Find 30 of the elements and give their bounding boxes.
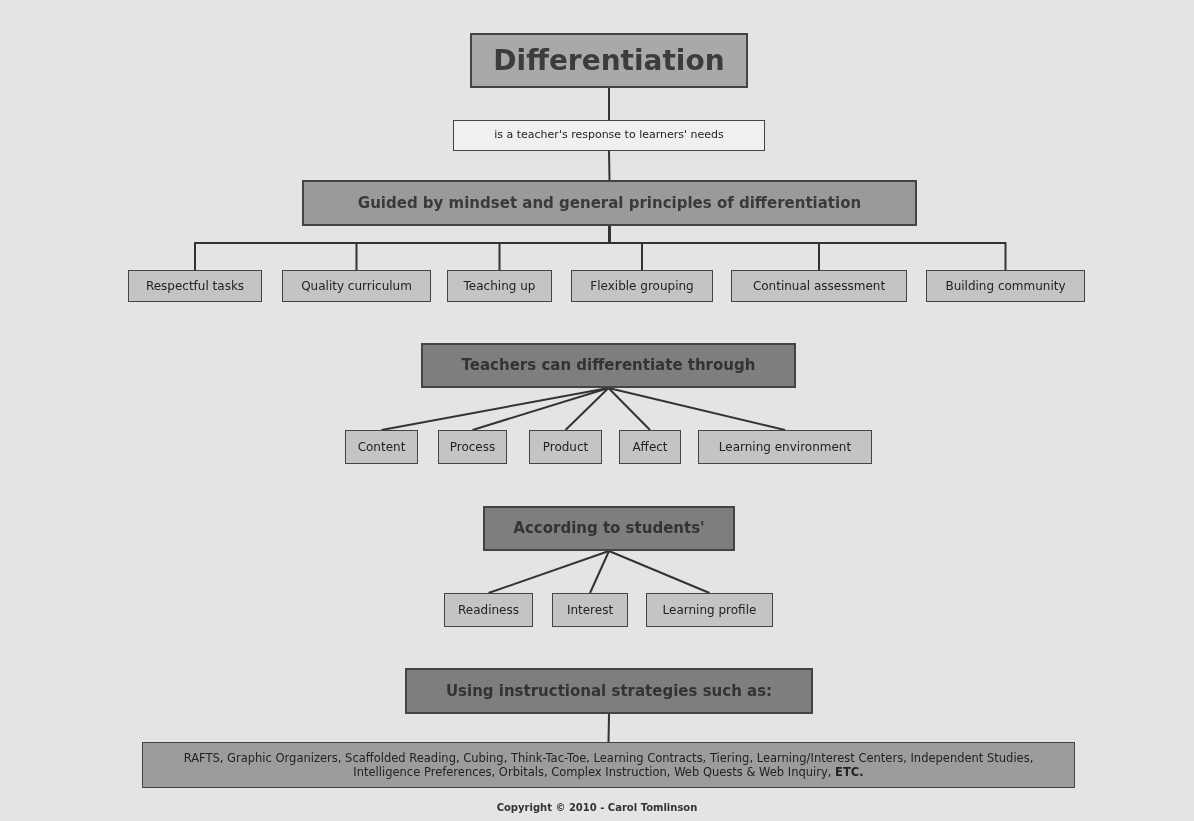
connector-line [589, 550, 610, 594]
item-box: Process [438, 430, 507, 464]
heading-box: Using instructional strategies such as: [405, 668, 813, 714]
item-box: Learning profile [646, 593, 773, 627]
heading-box: According to students' [483, 506, 735, 551]
item-box: Quality curriculum [282, 270, 431, 302]
item-box: Teaching up [447, 270, 552, 302]
note-box: is a teacher's response to learners' needs [453, 120, 765, 151]
item-box: Affect [619, 430, 681, 464]
item-box: Flexible grouping [571, 270, 713, 302]
connector-line [608, 150, 611, 181]
connector-line [607, 713, 610, 743]
title-box: Differentiation [470, 33, 748, 88]
connector-line [487, 550, 610, 594]
item-box: Content [345, 430, 418, 464]
heading-box: Guided by mindset and general principles of differentiation [302, 180, 917, 226]
strategies-box: RAFTS, Graphic Organizers, Scaffolded Reading, Cubing, Think-Tac-Toe, Learning Contracts, Tiering, Learning/Interest Centers, Independent Studies, Intelligence Preferences, Orbitals, Complex Instruction, Web Quests & Web Inquiry, ETC. [142, 742, 1075, 788]
item-box: Respectful tasks [128, 270, 262, 302]
item-box: Interest [552, 593, 628, 627]
heading-box: Teachers can differentiate through [421, 343, 796, 388]
connector-line [608, 87, 610, 121]
item-box: Building community [926, 270, 1085, 302]
item-box: Continual assessment [731, 270, 907, 302]
item-box: Product [529, 430, 602, 464]
connector-line [608, 550, 711, 594]
connector-line [564, 387, 610, 431]
item-box: Readiness [444, 593, 533, 627]
item-box: Learning environment [698, 430, 872, 464]
copyright-note: Copyright © 2010 - Carol Tomlinson [496, 801, 698, 815]
connector-line [607, 387, 651, 431]
